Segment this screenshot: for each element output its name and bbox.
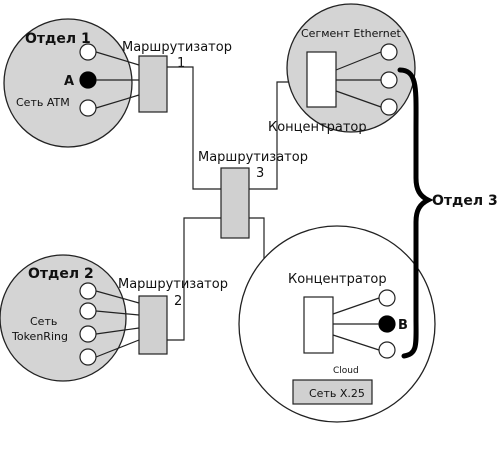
hub-bottom-label: Концентратор (288, 272, 387, 287)
node-a-label: A (64, 74, 74, 89)
router2-label: Маршрутизатор (118, 277, 228, 292)
ethernet-host-1 (380, 43, 398, 61)
cloud-host-3 (378, 341, 396, 359)
hub-top-label: Концентратор (268, 120, 367, 135)
router1-label: Маршрутизатор (122, 40, 232, 55)
hub-top-box (306, 51, 337, 108)
cloud-host-1 (378, 289, 396, 307)
link-hubbot-1 (332, 297, 380, 315)
net-tokenring-label-1: Сеть (30, 315, 57, 328)
ethernet-host-3 (380, 98, 398, 116)
segment-ethernet-label: Сегмент Ethernet (301, 27, 401, 40)
node-a (79, 71, 97, 89)
dept1-circle (3, 18, 133, 148)
node-b-label: B (398, 318, 408, 333)
dept2-host-2 (79, 302, 97, 320)
link-d1-bottom (95, 94, 140, 109)
ethernet-segment-circle (286, 3, 416, 133)
node-b (378, 315, 396, 333)
net-tokenring-label-2: TokenRing (11, 330, 68, 343)
net-atm-label: Сеть ATM (16, 96, 70, 109)
link-r1-r3 (167, 66, 221, 190)
link-d2-4 (95, 339, 140, 358)
dept2-host-4 (79, 348, 97, 366)
net-x25-label: Сеть X.25 (309, 387, 365, 400)
link-hubbot-3 (332, 334, 380, 351)
link-r2-r3 (167, 217, 221, 341)
dept1-host-bottom (79, 99, 97, 117)
router3-box (220, 167, 250, 239)
x25-network-box (292, 379, 373, 405)
ethernet-host-2 (380, 71, 398, 89)
router3-label: Маршрутизатор (198, 150, 308, 165)
dept1-label: Отдел 1 (25, 31, 91, 47)
dept2-host-3 (79, 325, 97, 343)
dept2-host-1 (79, 282, 97, 300)
router3-number: 3 (256, 166, 264, 181)
dept2-label: Отдел 2 (28, 266, 94, 282)
link-d2-1 (95, 290, 140, 304)
dept3-brace (397, 67, 434, 359)
link-d2-2 (95, 310, 140, 316)
link-hubtop-1 (335, 51, 382, 71)
hub-bottom-box (303, 296, 334, 354)
dept1-host-top (79, 43, 97, 61)
router1-box (138, 55, 168, 113)
link-d1-top (95, 51, 140, 66)
router1-number: 1 (177, 56, 185, 71)
router2-box (138, 295, 168, 355)
link-d2-3 (95, 327, 140, 335)
dept3-label: Отдел 3 (432, 193, 498, 209)
cloud-label: Cloud (333, 366, 359, 376)
link-hubtop-3 (335, 90, 382, 108)
router2-number: 2 (174, 294, 182, 309)
